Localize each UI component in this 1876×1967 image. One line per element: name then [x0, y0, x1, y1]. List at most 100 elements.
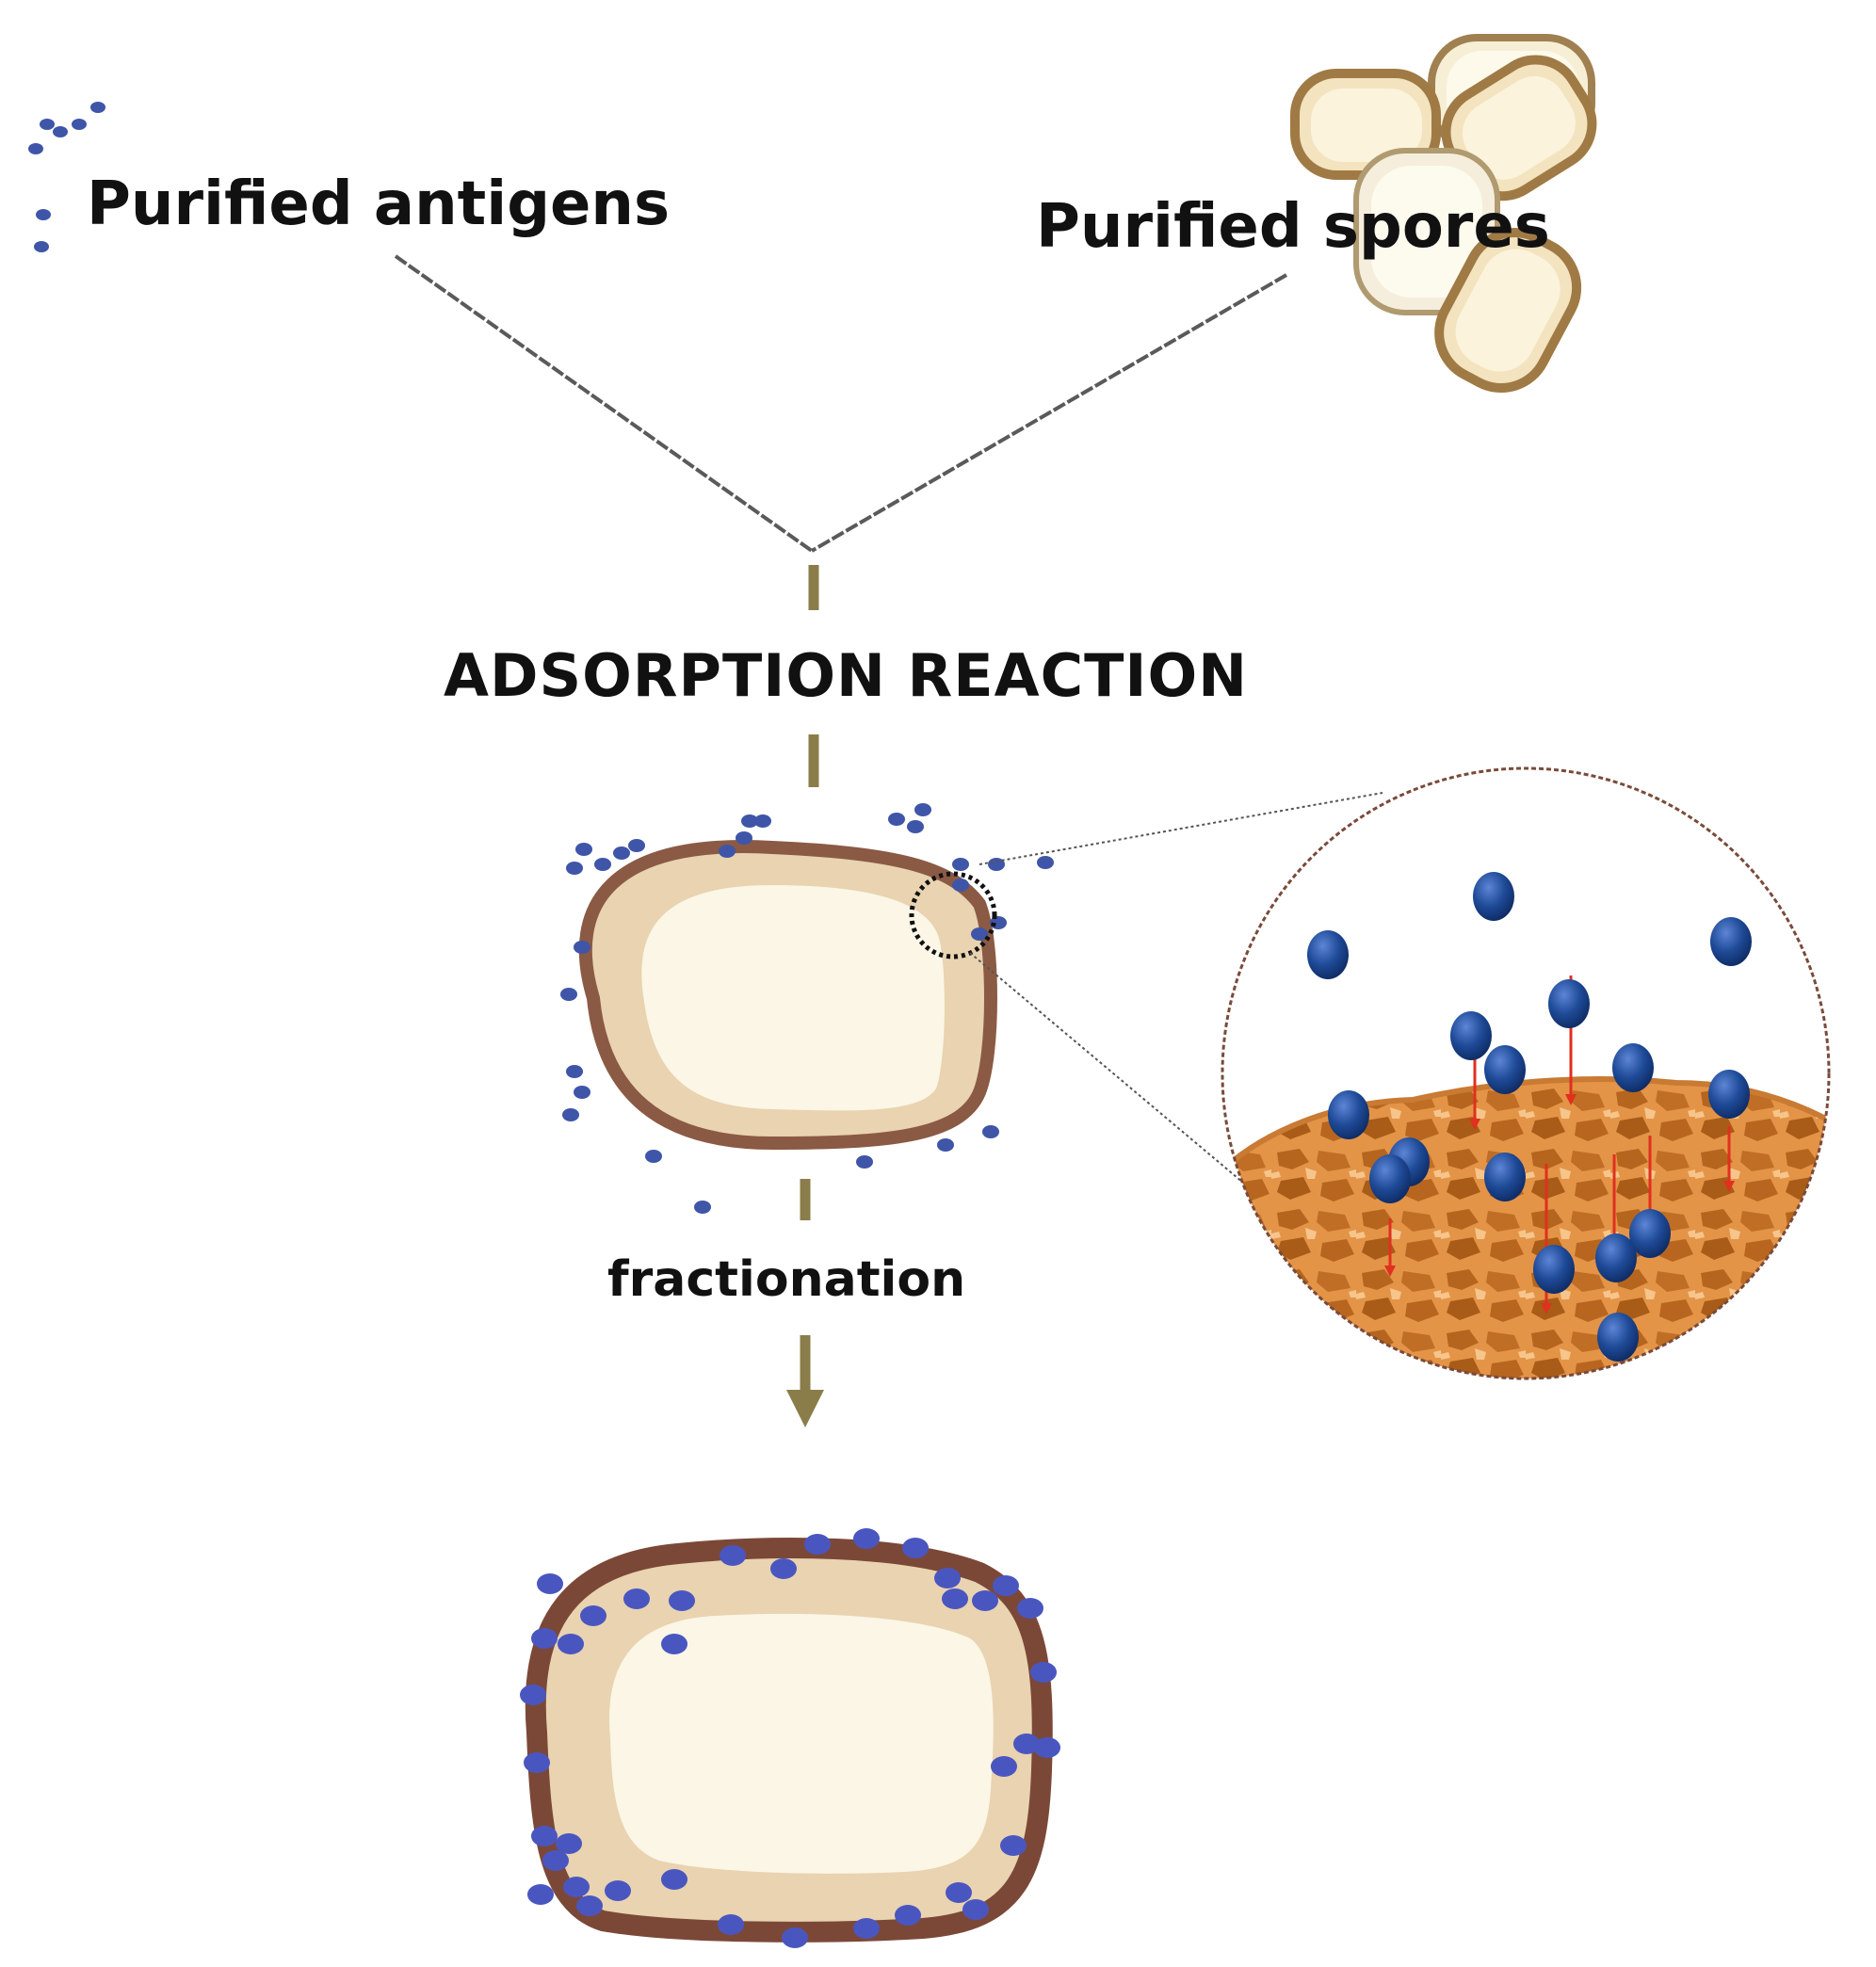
bound-antigen [563, 1877, 590, 1897]
bound-antigen [661, 1634, 687, 1654]
antigen-dot [719, 845, 736, 858]
spore-surface [1222, 1079, 1829, 1379]
antigen-dot [888, 813, 905, 826]
zoomed-antigen [1450, 1011, 1492, 1060]
antigen-dot [736, 831, 752, 845]
line-from-spores [810, 273, 1288, 553]
zoom-region-marker [909, 871, 997, 959]
bound-antigen [1034, 1737, 1060, 1758]
antigen-dot [40, 119, 55, 130]
zoom-bubble [1221, 766, 1831, 1380]
bound-antigen [991, 1756, 1017, 1777]
antigen-dot [562, 1108, 579, 1121]
purified-antigens-label: Purified antigens [87, 169, 670, 239]
antigen-dot [952, 879, 969, 892]
zoomed-antigen [1328, 1090, 1369, 1139]
zoomed-antigen [1595, 1233, 1637, 1282]
adsorption-arrow-head [1384, 1266, 1396, 1277]
bound-antigen [605, 1880, 631, 1901]
bound-antigen [853, 1528, 880, 1549]
antigen-dot [594, 858, 611, 871]
antigen-dot [982, 1125, 999, 1138]
bound-antigen [661, 1869, 687, 1890]
antigen-coated-spore [525, 1538, 1053, 1943]
zoom-connector-lines [969, 792, 1383, 1184]
bound-antigen [770, 1558, 797, 1579]
bound-antigen [542, 1850, 569, 1871]
antigen-dot [754, 814, 771, 828]
antigen-dot [645, 1150, 662, 1163]
bound-antigen [804, 1534, 831, 1555]
bound-antigen [934, 1568, 961, 1588]
antigen-dot [53, 126, 68, 137]
zoomed-antigen [1307, 930, 1349, 979]
bound-antigen [993, 1575, 1019, 1596]
bound-antigen [895, 1905, 921, 1926]
antigen-dot [1037, 856, 1054, 869]
adsorption-arrow-head [1541, 1303, 1552, 1314]
flow-arrow-lower [786, 1179, 824, 1427]
zoomed-antigen [1533, 1245, 1575, 1294]
bound-antigen [524, 1752, 550, 1773]
zoomed-antigen [1473, 872, 1514, 921]
zoomed-antigen [1484, 1045, 1526, 1094]
zoomed-antigen [1710, 917, 1752, 966]
bound-antigen [782, 1927, 808, 1948]
antigen-dot [914, 803, 931, 816]
bound-antigen [720, 1545, 746, 1566]
adsorption-arrow-head [1723, 1181, 1735, 1192]
zoomed-antigens [1307, 872, 1752, 1362]
bound-antigen [623, 1588, 650, 1609]
line-from-antigens [394, 254, 814, 553]
converging-lines [394, 254, 1288, 553]
antigen-dot [90, 102, 105, 113]
bound-antigen [1017, 1598, 1043, 1619]
spore-cluster [1290, 34, 1597, 394]
bound-antigen [1030, 1662, 1057, 1683]
antigen-dot [566, 1065, 583, 1078]
antigen-dot [28, 143, 43, 154]
antigen-dot [36, 209, 51, 220]
zoomed-antigen [1708, 1070, 1750, 1119]
bound-antigen [946, 1882, 972, 1903]
zoomed-antigen [1548, 979, 1590, 1028]
bound-antigen [902, 1538, 929, 1558]
bound-antigen [853, 1918, 880, 1939]
antigen-dot [907, 820, 924, 833]
zoomed-antigen [1597, 1313, 1639, 1362]
bound-antigens [520, 1528, 1060, 1948]
antigen-dot [952, 858, 969, 871]
bound-antigen [942, 1588, 968, 1609]
antigen-dot [971, 927, 988, 941]
antigen-dot [694, 1201, 711, 1214]
spore-5 [1434, 228, 1582, 394]
adsorption-arrow-head [1565, 1094, 1577, 1105]
antigen-dot [72, 119, 87, 130]
antigen-dot [566, 862, 583, 875]
bound-antigen [527, 1884, 554, 1905]
adsorption-arrow-head [1469, 1119, 1480, 1130]
antigen-dot [560, 988, 577, 1001]
zoomed-antigen [1629, 1209, 1671, 1258]
bound-antigen [576, 1895, 603, 1916]
bound-antigen [556, 1833, 582, 1854]
bound-antigen [1013, 1733, 1040, 1754]
bound-antigen [669, 1590, 695, 1611]
bound-antigen [580, 1605, 606, 1626]
antigen-dot [575, 843, 592, 856]
antigen-dot [574, 941, 590, 954]
bound-antigen [972, 1590, 998, 1611]
fractionation-label: fractionation [607, 1251, 965, 1308]
antigen-dot [574, 1086, 590, 1099]
bound-antigen [1000, 1835, 1027, 1856]
antigen-dot [613, 846, 630, 860]
free-antigens [560, 803, 1054, 1214]
purified-spores-label: Purified spores [1036, 192, 1550, 262]
antigen-dot [937, 1138, 954, 1152]
zoomed-antigen [1612, 1043, 1654, 1092]
antigen-dot [988, 858, 1005, 871]
spore-with-free-antigens [578, 840, 997, 1151]
bound-antigen [531, 1628, 558, 1649]
zoomed-antigen [1369, 1154, 1411, 1203]
